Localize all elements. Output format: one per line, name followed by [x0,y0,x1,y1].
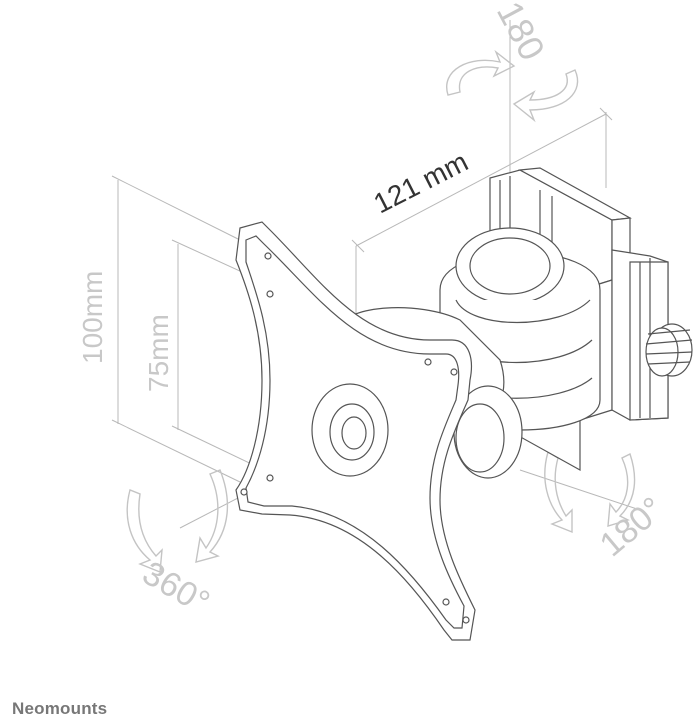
brand-logo-text: Neomounts [12,699,108,718]
rotation-right-label: 180° [593,490,671,564]
adjustment-knob [645,323,693,377]
rotation-left-label: 360° [136,554,216,622]
height-75-dimension-label: 75mm [143,314,174,392]
vesa-plate [235,221,476,641]
width-dimension-label: 121 mm [369,146,473,220]
height-100-dimension-label: 100mm [77,271,108,364]
rotation-arrows [126,49,636,573]
